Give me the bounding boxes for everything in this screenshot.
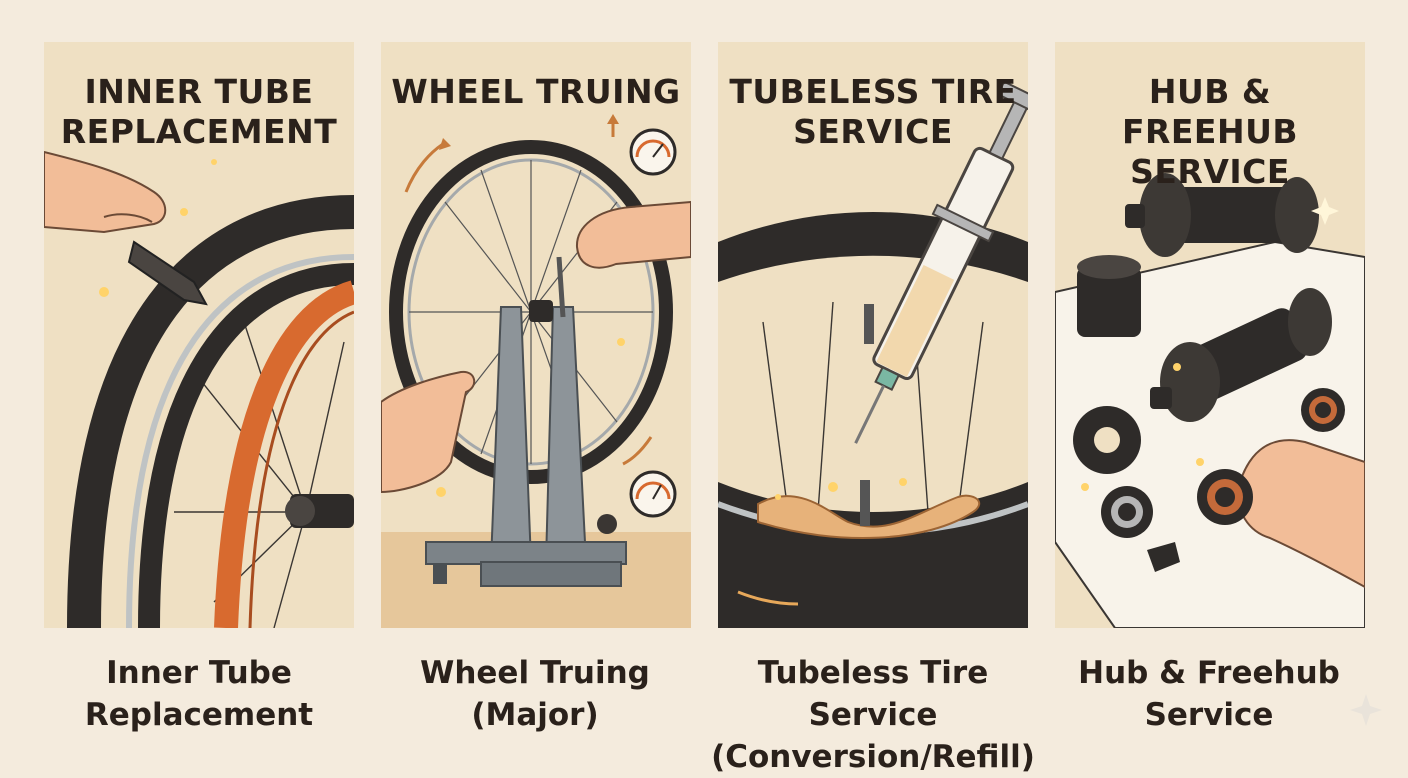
bearing-icon bbox=[1301, 388, 1345, 432]
panel-tubeless: TUBELESS TIRE SERVICE bbox=[718, 42, 1028, 628]
tubeless-illustration bbox=[718, 81, 1028, 628]
inner-tube-illustration bbox=[44, 150, 354, 628]
panel-title: TUBELESS TIRE SERVICE bbox=[729, 72, 1017, 151]
caption-inner-tube: Inner Tube Replacement bbox=[84, 655, 314, 733]
gear-icon bbox=[1073, 406, 1141, 474]
panel-title: INNER TUBE REPLACEMENT bbox=[60, 72, 338, 151]
sparkle-icon bbox=[1350, 694, 1382, 726]
bearing-icon bbox=[1197, 469, 1253, 525]
caption-hub: Hub & Freehub Service bbox=[1078, 655, 1340, 733]
panel-hub: HUB & FREEHUB SERVICE bbox=[1055, 42, 1365, 628]
gauge-icon bbox=[629, 470, 677, 518]
panel-title: WHEEL TRUING bbox=[391, 72, 681, 111]
caption-tubeless: Tubeless Tire Service (Conversion/Refill… bbox=[711, 655, 1035, 775]
bearing-icon bbox=[1101, 486, 1153, 538]
caption-wheel-truing: Wheel Truing (Major) bbox=[420, 655, 650, 733]
wheel-truing-illustration bbox=[381, 114, 691, 628]
panel-wheel-truing: WHEEL TRUING bbox=[381, 42, 691, 628]
panel-inner-tube: INNER TUBE REPLACEMENT bbox=[44, 42, 354, 628]
hub-illustration bbox=[1055, 173, 1365, 628]
panel-title: HUB & FREEHUB SERVICE bbox=[1121, 72, 1299, 191]
gauge-icon bbox=[629, 128, 677, 176]
